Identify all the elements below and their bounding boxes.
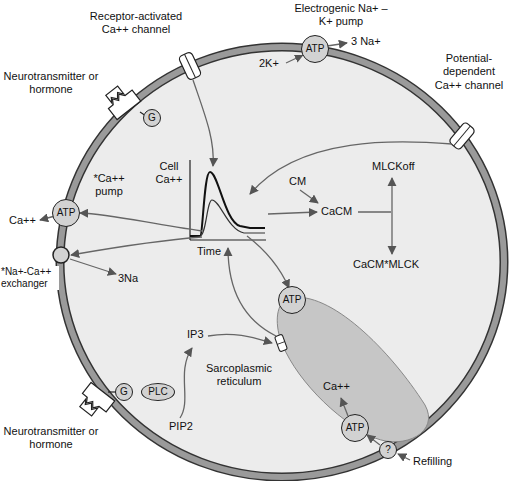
node-text: ATP [306, 44, 325, 54]
node-text: ATP [283, 295, 302, 305]
molecule-label: MLCKoff [371, 160, 416, 173]
atp-pump: ATP [52, 199, 80, 227]
channel-label: Potential-dependent Ca++ channel [429, 52, 509, 92]
atp-pump: ATP [301, 35, 329, 63]
ion-label: 2K+ [258, 57, 280, 70]
pump-label: *Ca++ pump [86, 172, 132, 199]
molecule-label: CaCM [320, 205, 353, 218]
axis-label: Time [196, 245, 222, 258]
molecule-label: PIP2 [168, 420, 194, 433]
ion-label: 3Na [117, 272, 139, 285]
g-protein: G [115, 383, 133, 401]
agonist-label: Neurotransmitter or hormone [2, 425, 100, 452]
node-text: PLC [148, 387, 167, 397]
organelle-label: Sarcoplasmic reticulum [198, 362, 280, 389]
node-text: G [120, 387, 128, 397]
node-text: ? [385, 445, 391, 455]
ion-label: 3 Na+ [350, 35, 382, 48]
node-text: ATP [346, 423, 365, 433]
molecule-label: CM [288, 175, 307, 188]
exchanger-label: *Na+-Ca++ exchanger [0, 266, 59, 290]
ion-label: Ca++ [8, 214, 37, 227]
molecule-label: CaCM*MLCK [352, 258, 420, 271]
ion-label: Ca++ [322, 380, 351, 393]
agonist-label: Neurotransmitter or hormone [2, 70, 100, 97]
channel-label: Receptor-activated Ca++ channel [75, 10, 197, 37]
g-protein: G [143, 109, 161, 127]
pump-label: Electrogenic Na+ –K+ pump [288, 2, 394, 29]
atp-pump: ATP [341, 414, 369, 442]
atp-pump: ATP [278, 286, 306, 314]
plc-enzyme: PLC [141, 383, 175, 401]
axis-label: Cell Ca++ [150, 160, 188, 187]
process-label: Refilling [412, 455, 453, 468]
node-text: G [148, 113, 156, 123]
unknown-refill-mark: ? [379, 441, 397, 459]
messenger-label: IP3 [186, 328, 205, 341]
node-text: ATP [57, 208, 76, 218]
